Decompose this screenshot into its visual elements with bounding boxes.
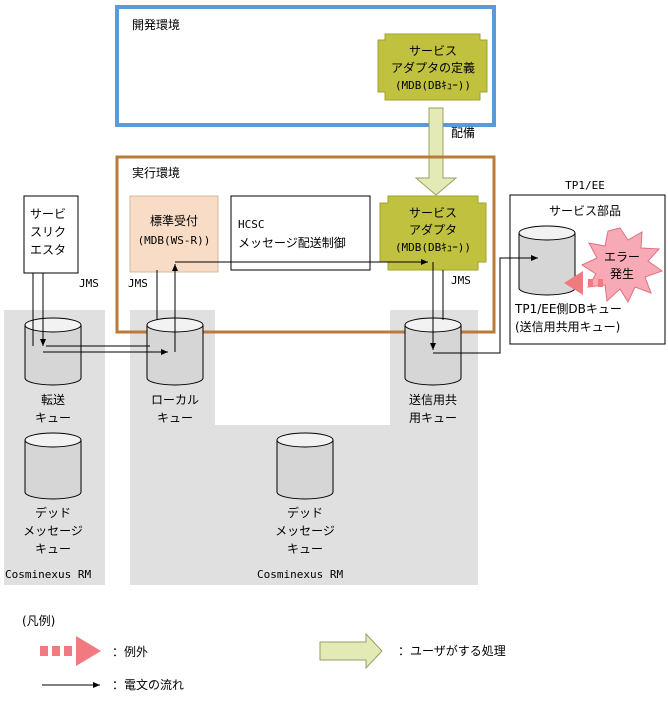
service-adapter-line2: アダプタ	[409, 222, 457, 237]
service-adapter-line1: サービス	[409, 206, 457, 220]
tp1-queue-cylinder	[518, 225, 576, 296]
adapter-def-line1: サービス	[409, 44, 457, 58]
tp1-queue-label-1: TP1/EE側DBキュー	[514, 302, 622, 316]
adapter-def-line2: アダプタの定義	[391, 60, 475, 75]
adapter-definition-box	[377, 33, 488, 101]
dead-left-label-1: デッド	[35, 505, 71, 520]
dead-message-queue-left-cylinder	[24, 432, 82, 500]
adapter-def-line3: (MDB(DBｷｭｰ))	[395, 79, 471, 92]
send-shared-queue-label-1: 送信用共	[409, 392, 457, 407]
deploy-label: 配備	[451, 125, 475, 140]
cosminexus-rm-left: Cosminexus RM	[5, 568, 91, 581]
legend-title: (凡例)	[22, 614, 55, 628]
service-adapter-box	[379, 195, 487, 271]
transfer-queue-label-1: 転送	[41, 392, 65, 407]
cosminexus-rm-center: Cosminexus RM	[257, 568, 343, 581]
dev-environment-box	[115, 5, 496, 127]
jms-label-adapter: JMS	[451, 274, 471, 287]
tp1-service-part: サービス部品	[549, 203, 621, 218]
dead-message-queue-center-cylinder	[276, 432, 334, 500]
service-requester-box	[23, 195, 79, 274]
error-line2: 発生	[610, 267, 634, 281]
standard-receiver-line1: 標準受付	[150, 213, 198, 228]
jms-label-requester: JMS	[79, 277, 99, 290]
legend-exception-label: ：例外	[112, 645, 148, 659]
dead-center-label-3: キュー	[287, 542, 323, 556]
legend-exception-arrow	[40, 636, 101, 666]
legend-user-process-arrow	[319, 632, 383, 670]
flow-send-queue-to-tp1	[433, 255, 538, 354]
exec-environment-label: 実行環境	[132, 165, 180, 180]
local-queue-label-2: キュー	[157, 411, 193, 425]
deploy-arrow	[414, 107, 458, 196]
transfer-queue-label-2: キュー	[35, 411, 71, 425]
dead-center-label-1: デッド	[287, 505, 323, 520]
standard-receiver-box	[129, 195, 219, 273]
send-shared-queue-label-2: 用キュー	[409, 411, 457, 425]
legend-user-process-label: ：ユーザがする処理	[398, 643, 506, 658]
hcsc-line2: メッセージ配送制御	[238, 235, 346, 250]
tp1-title: TP1/EE	[565, 179, 605, 192]
service-adapter-line3: (MDB(DBｷｭｰ))	[395, 241, 471, 254]
dev-environment-label: 開発環境	[132, 17, 180, 32]
transfer-queue-cylinder	[24, 317, 82, 386]
requester-line2: スリク	[30, 225, 66, 239]
tp1-queue-label-2: (送信用共用キュー)	[515, 319, 620, 334]
standard-receiver-line2: (MDB(WS-R))	[138, 234, 211, 247]
hcsc-line1: HCSC	[238, 218, 265, 231]
exception-arrow	[564, 271, 603, 295]
requester-line1: サービ	[30, 207, 66, 221]
local-queue-label-1: ローカル	[151, 393, 199, 407]
requester-line3: エスタ	[30, 243, 66, 257]
error-line1: エラー	[604, 250, 640, 264]
hcsc-box	[230, 195, 371, 271]
legend-message-flow-label: ：電文の流れ	[112, 677, 184, 692]
jms-label-receiver: JMS	[128, 277, 148, 290]
dead-left-label-3: キュー	[35, 542, 71, 556]
exec-environment-box	[115, 155, 496, 334]
dead-center-label-2: メッセージ	[275, 524, 335, 538]
dead-left-label-2: メッセージ	[23, 524, 83, 538]
